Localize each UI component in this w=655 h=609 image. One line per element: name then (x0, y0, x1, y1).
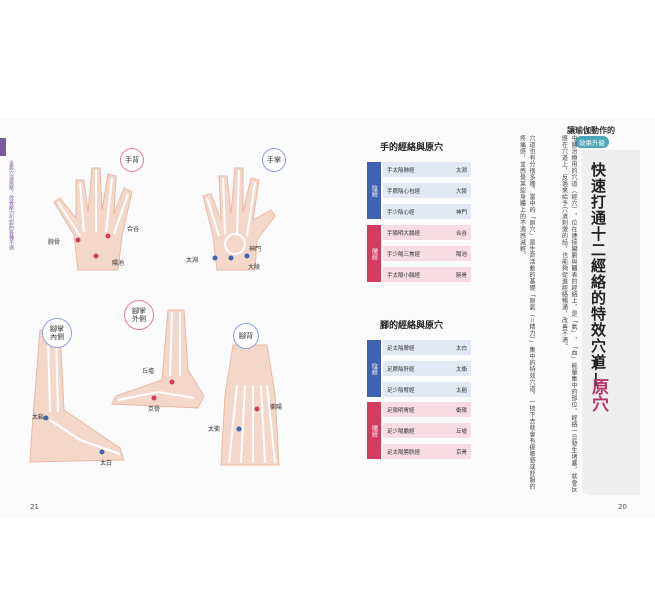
table-row: 手太陽小腸經腕骨 (383, 267, 471, 282)
body-paragraph-1: 中醫治療用的穴道（經穴），位在連接臟腑與體表的經絡上，是「氣」、「血」能量集中的… (560, 135, 578, 493)
shenmen-point (244, 253, 250, 259)
yangchi-point (93, 253, 99, 259)
daling-point (228, 255, 234, 261)
table-row: 手陽明大腸經合谷 (383, 225, 471, 240)
table-row: 足少陽膽經丘墟 (383, 423, 471, 438)
headline-dash: —— (588, 356, 606, 388)
hand-yang-group: 陽經 手陽明大腸經合谷 手少陽三焦經陽池 手太陽小腸經腕骨 (367, 225, 471, 282)
chongyang-point (254, 406, 260, 412)
hand-yin-tag: 陰經 (367, 162, 381, 219)
table-row: 足厥陰肝經太衝 (383, 361, 471, 376)
headline-accent: 原穴 (588, 378, 608, 412)
right-page-number: 20 (618, 503, 627, 511)
qiuxu-point (169, 379, 175, 385)
palm-illustration (202, 167, 276, 271)
table-row: 手少陽三焦經陽池 (383, 246, 471, 261)
foot-outer-illustration (111, 309, 205, 409)
wangu-label: 腕骨 (48, 239, 61, 246)
article-headline: 快速打通十二經絡的特效穴道 (589, 162, 607, 370)
taichong-label: 太衝 (208, 426, 221, 433)
palm-label: 手掌 (262, 148, 286, 172)
foot-yin-tag: 陰經 (367, 340, 381, 397)
table-row: 手少陰心經神門 (383, 204, 471, 219)
table-row: 足少陰腎經太谿 (383, 382, 471, 397)
foot-table-title: 腳的經絡與原穴 (380, 321, 444, 331)
part-tab (0, 138, 6, 156)
table-row: 手太陰肺經太淵 (383, 162, 471, 177)
taiyuan-point (212, 255, 218, 261)
left-page-number: 21 (30, 503, 39, 511)
foot-top-illustration (220, 344, 280, 466)
title-band (582, 150, 640, 495)
taixi-label: 太谿 (32, 414, 45, 421)
taibai-point (99, 449, 105, 455)
table-row: 足陽明胃經衝陽 (383, 402, 471, 417)
badge-caption: 讓瑜伽動作的 (567, 126, 615, 135)
yangchi-label: 陽池 (112, 260, 125, 267)
jinggu-point (151, 395, 157, 401)
shenmen-label: 神門 (249, 246, 262, 253)
taichong-point (236, 426, 242, 432)
sidebar-chapter-text: 全套穴道按壓，改善壓力引起的各種不適 (8, 160, 14, 250)
foot-yang-tag: 陽經 (367, 402, 381, 459)
hand-back-label: 手背 (120, 148, 144, 172)
body-paragraph-2: 穴道也有分很多種，當中的「原穴」是生命活動的基礎「原氣（＝精力）」集中的特效穴道… (518, 135, 536, 490)
table-row: 足太陽膀胱經京骨 (383, 444, 471, 459)
table-row: 手厥陰心包經大陵 (383, 183, 471, 198)
qiuxu-label: 丘墟 (142, 368, 155, 375)
foot-yin-group: 陰經 足太陰脾經太白 足厥陰肝經太衝 足少陰腎經太谿 (367, 340, 471, 397)
hegu-point (105, 233, 111, 239)
foot-top-label: 腳背 (233, 323, 259, 349)
foot-outer-label: 腳掌 外側 (124, 300, 154, 330)
taiyuan-label: 太淵 (186, 257, 199, 264)
hand-table-title: 手的經絡與原穴 (380, 143, 444, 153)
wangu-point (75, 237, 81, 243)
hand-back-illustration (53, 167, 133, 271)
hand-yang-tag: 陽經 (367, 225, 381, 282)
foot-outer-figure (108, 300, 218, 420)
jinggu-label: 京骨 (148, 406, 161, 413)
hand-back-figure (40, 140, 160, 280)
foot-top-figure (215, 325, 285, 475)
hand-yin-group: 陰經 手太陰肺經太淵 手厥陰心包經大陵 手少陰心經神門 (367, 162, 471, 219)
table-row: 足太陰脾經太白 (383, 340, 471, 355)
effect-badge: 效果升級 (575, 136, 609, 148)
chongyang-label: 衝陽 (270, 404, 283, 411)
taixi-point (43, 415, 49, 421)
taibai-label: 太白 (100, 460, 113, 467)
daling-label: 大陵 (248, 264, 261, 271)
foot-inner-label: 腳掌 內側 (42, 318, 72, 348)
foot-yang-group: 陽經 足陽明胃經衝陽 足少陽膽經丘墟 足太陽膀胱經京骨 (367, 402, 471, 459)
hegu-label: 合谷 (127, 226, 140, 233)
palm-figure (175, 140, 295, 280)
